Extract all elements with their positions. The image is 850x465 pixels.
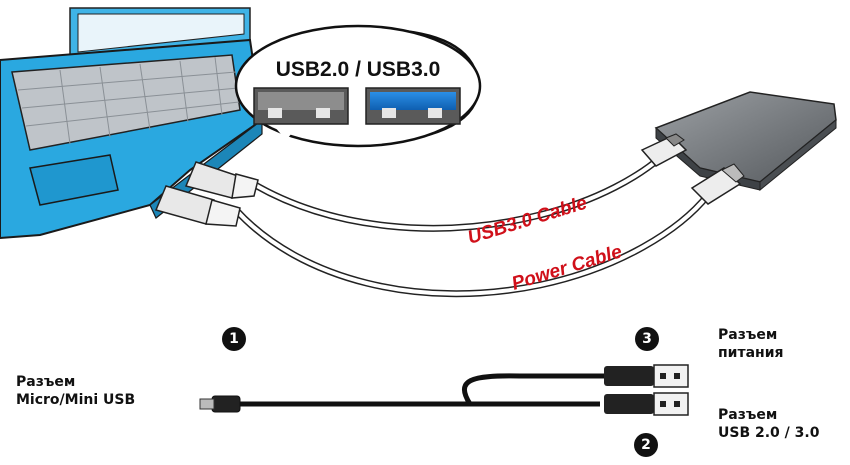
callout-title: USB2.0 / USB3.0 — [276, 58, 441, 81]
micro-usb-plug — [200, 396, 240, 412]
badge-2: 2 — [634, 433, 658, 457]
usb-connector-label: Разъем USB 2.0 / 3.0 — [718, 406, 819, 442]
badge-1: 1 — [222, 327, 246, 351]
y-cable-branch — [464, 376, 606, 404]
usb2-port-icon — [254, 88, 348, 124]
usb3-port-icon — [366, 88, 460, 124]
y-cable-diagram — [200, 365, 688, 415]
usb-a-plug-power — [604, 365, 688, 387]
usb-label-line2: USB 2.0 / 3.0 — [718, 424, 819, 442]
power-connector-label: Разъем питания — [718, 326, 784, 362]
usb3-cable — [250, 158, 660, 228]
port-callout: USB2.0 / USB3.0 — [236, 26, 480, 146]
micro-usb-label-line2: Micro/Mini USB — [16, 391, 135, 409]
power-label-line1: Разъем — [718, 326, 784, 344]
usb-label-line1: Разъем — [718, 406, 819, 424]
power-cable-label: Power Cable — [509, 241, 625, 295]
usb-plug-top — [186, 162, 258, 198]
usb3-cable-label: USB3.0 Cable — [465, 192, 590, 248]
power-label-line2: питания — [718, 344, 784, 362]
badge-3: 3 — [635, 327, 659, 351]
drive-body — [656, 92, 836, 182]
usb-a-plug-data — [604, 393, 688, 415]
micro-usb-connector-label: Разъем Micro/Mini USB — [16, 373, 135, 409]
callout-bubble — [236, 26, 480, 146]
micro-usb-label-line1: Разъем — [16, 373, 135, 391]
